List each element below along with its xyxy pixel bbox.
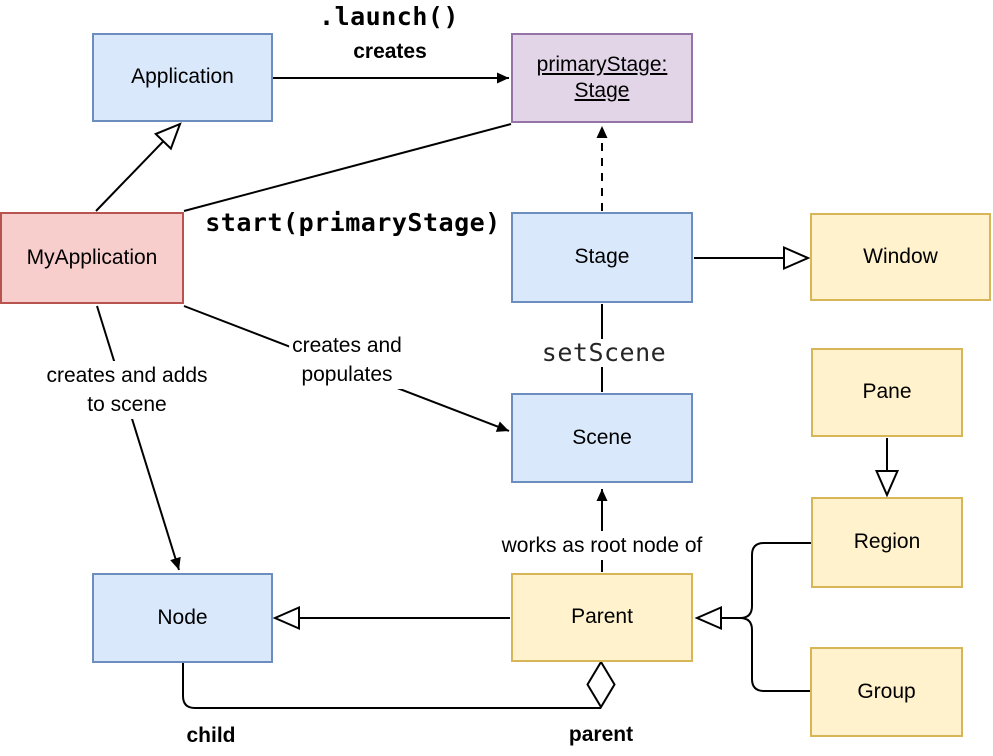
edge-region-bracket (739, 542, 811, 619)
node-group-label: Group (857, 679, 916, 703)
label-creates-populates: creates and populates (289, 331, 405, 389)
label-start-primarystage: start(primaryStage) (205, 208, 501, 237)
node-myapplication: MyApplication (0, 212, 184, 304)
node-stage-label: Stage (574, 245, 630, 269)
node-window-label: Window (863, 244, 938, 268)
label-works-as-root: works as root node of (498, 531, 706, 560)
edge-node-to-parent-aggregation (182, 663, 601, 709)
node-group: Group (810, 647, 963, 737)
node-scene-label: Scene (572, 425, 632, 449)
label-creates-adds: creates and adds to scene (43, 361, 211, 419)
edge-myapplication-to-primarystage (183, 123, 512, 212)
node-parent-label: Parent (571, 605, 633, 629)
node-myapplication-label: MyApplication (26, 245, 158, 269)
label-creates: creates (353, 40, 427, 63)
label-setscene: setScene (538, 339, 670, 367)
node-primarystage: primaryStage: Stage (511, 33, 693, 123)
node-node: Node (92, 573, 273, 663)
node-parent: Parent (511, 573, 693, 662)
node-stage: Stage (511, 212, 693, 303)
edge-myapplication-to-application (95, 122, 182, 212)
node-region: Region (811, 497, 963, 588)
node-application-label: Application (131, 65, 234, 89)
node-scene: Scene (511, 393, 693, 483)
node-node-label: Node (157, 605, 208, 629)
label-child: child (186, 724, 236, 747)
node-pane: Pane (811, 348, 963, 437)
edge-group-bracket (739, 617, 810, 692)
node-pane-label: Pane (862, 380, 912, 404)
label-launch: .launch() (319, 2, 459, 31)
node-window: Window (810, 213, 991, 301)
node-application: Application (92, 33, 273, 122)
label-parent: parent (568, 723, 634, 746)
node-region-label: Region (853, 530, 921, 554)
node-primarystage-label: primaryStage: Stage (536, 52, 668, 102)
aggregation-diamond-icon (586, 660, 616, 709)
edge-myapplication-to-node (96, 305, 181, 571)
